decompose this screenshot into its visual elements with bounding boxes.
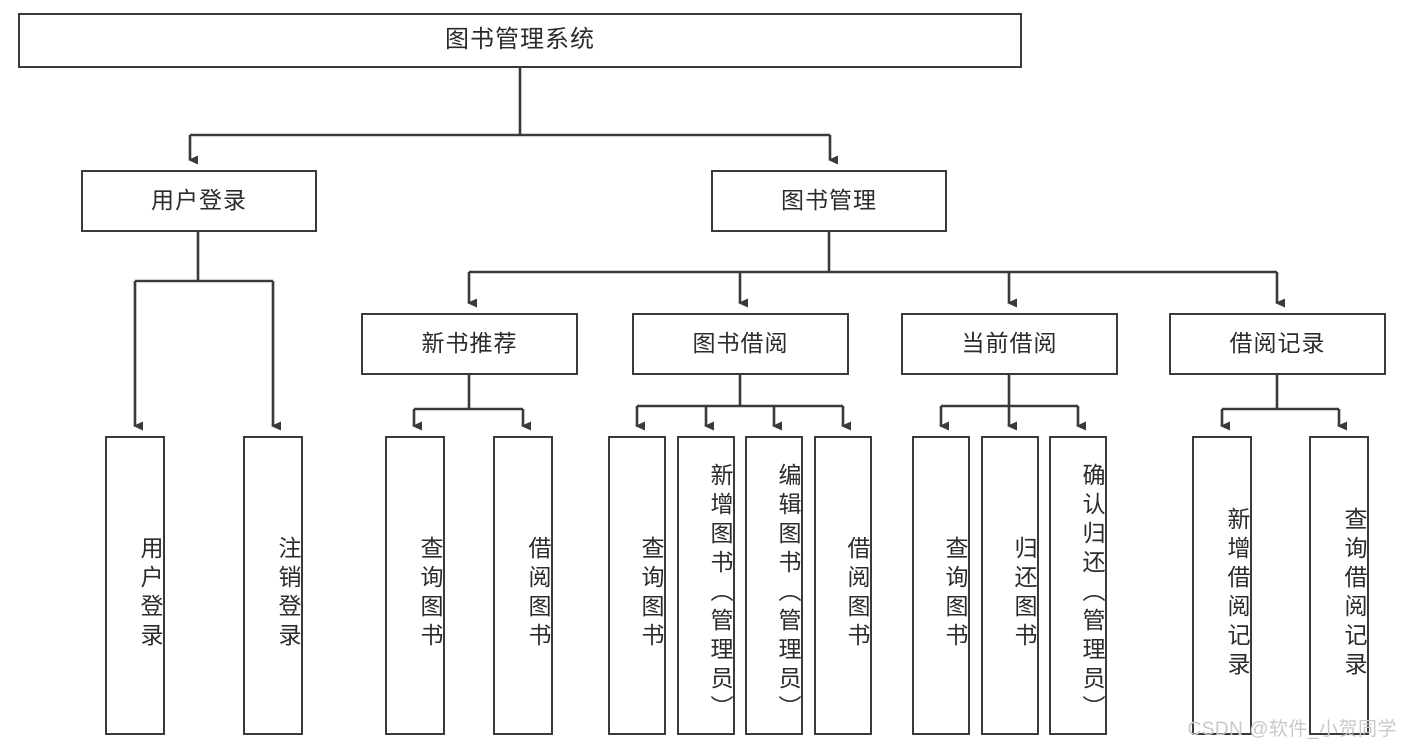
node-book-borrowing[interactable]: 图书借阅: [632, 313, 849, 375]
leaf-query-book-from-borrowing[interactable]: 查询图书: [608, 436, 666, 735]
node-label: 图书借阅: [692, 330, 789, 357]
leaf-user-login[interactable]: 用户登录: [105, 436, 165, 735]
node-label: 新增借阅记录: [1224, 506, 1250, 681]
leaf-add-book-admin[interactable]: 新增图书（管理员）: [677, 436, 735, 735]
node-label: 新书推荐: [421, 330, 518, 357]
node-label: 当前借阅: [961, 330, 1058, 357]
node-label: 查询图书: [417, 535, 443, 652]
leaf-borrow-book-from-borrowing[interactable]: 借阅图书: [814, 436, 872, 735]
node-label: 借阅记录: [1229, 330, 1326, 357]
node-label: 查询借阅记录: [1341, 506, 1367, 681]
node-label: 用户登录: [151, 187, 247, 214]
node-label: 图书管理系统: [445, 26, 595, 54]
node-label: 借阅图书: [844, 535, 870, 652]
node-book-management[interactable]: 图书管理: [711, 170, 947, 232]
leaf-edit-book-admin[interactable]: 编辑图书（管理员）: [745, 436, 803, 735]
node-label: 查询图书: [638, 535, 664, 652]
node-label: 归还图书: [1011, 535, 1037, 652]
node-label: 新增图书（管理员）: [707, 463, 733, 724]
leaf-return-book[interactable]: 归还图书: [981, 436, 1039, 735]
node-borrowing-record[interactable]: 借阅记录: [1169, 313, 1386, 375]
node-label: 借阅图书: [525, 535, 551, 652]
leaf-add-borrowing-record[interactable]: 新增借阅记录: [1192, 436, 1252, 735]
leaf-query-book-from-current[interactable]: 查询图书: [912, 436, 970, 735]
leaf-borrow-book-from-recommendation[interactable]: 借阅图书: [493, 436, 553, 735]
node-current-borrowing[interactable]: 当前借阅: [901, 313, 1118, 375]
node-label: 用户登录: [137, 535, 163, 652]
leaf-query-borrowing-record[interactable]: 查询借阅记录: [1309, 436, 1369, 735]
node-label: 确认归还（管理员）: [1079, 463, 1105, 724]
leaf-logout[interactable]: 注销登录: [243, 436, 303, 735]
node-user-login[interactable]: 用户登录: [81, 170, 317, 232]
leaf-confirm-return-admin[interactable]: 确认归还（管理员）: [1049, 436, 1107, 735]
node-label: 注销登录: [275, 535, 301, 652]
leaf-query-book-from-recommendation[interactable]: 查询图书: [385, 436, 445, 735]
node-root-book-management-system[interactable]: 图书管理系统: [18, 13, 1022, 68]
node-label: 查询图书: [942, 535, 968, 652]
node-label: 图书管理: [781, 187, 877, 214]
node-label: 编辑图书（管理员）: [775, 463, 801, 724]
node-new-book-recommendation[interactable]: 新书推荐: [361, 313, 578, 375]
